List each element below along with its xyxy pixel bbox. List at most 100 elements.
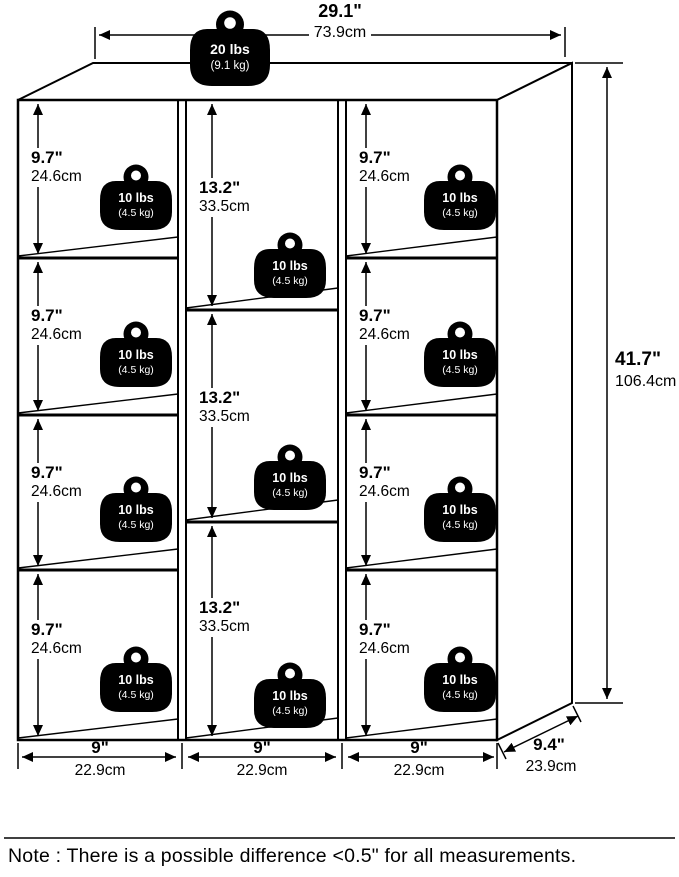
bottom-width-inches: 9" [410,738,428,757]
weight-lbs-label: 10 lbs [118,348,154,362]
total-weight-capacity-icon: 20 lbs (9.1 kg) [190,10,270,86]
weight-lbs-label: 10 lbs [118,673,154,687]
cabinet-top-face [17,62,573,101]
dimension-cm: 33.5cm [196,198,253,217]
weight-lbs-label: 10 lbs [442,503,478,517]
shelf-weight-capacity-icon: 10 lbs (4.5 kg) [424,646,496,712]
bottom-width-cm: 22.9cm [74,762,126,779]
weight-kg-label: (4.5 kg) [442,206,478,219]
shelf-weight-capacity-icon: 10 lbs (4.5 kg) [100,476,172,542]
weight-icon [424,476,496,542]
weight-icon [254,662,326,728]
weight-icon [254,444,326,510]
dimension-inches: 9.7" [356,620,394,641]
cell-height-dimension: 9.7" 24.6cm [356,306,413,345]
weight-icon [100,164,172,230]
shelf-weight-capacity-icon: 10 lbs (4.5 kg) [424,321,496,387]
extension-lines [17,27,623,769]
cell-height-dimension: 9.7" 24.6cm [28,620,85,659]
dimension-inches: 13.2" [196,388,244,409]
weight-icon [424,321,496,387]
weight-lbs-label: 10 lbs [272,471,308,485]
bottom-width-cm: 22.9cm [236,762,288,779]
overall-height-inches: 41.7" [612,349,664,372]
weight-kg-label: (4.5 kg) [118,518,154,531]
depth-cm: 23.9cm [525,758,577,775]
weight-lbs-label: 20 lbs [210,41,250,57]
dimension-cm: 24.6cm [356,640,413,659]
bottom-width-inches: 9" [253,738,271,757]
shelf-weight-capacity-icon: 10 lbs (4.5 kg) [424,164,496,230]
dimension-inches: 9.7" [356,463,394,484]
top-width-cm: 73.9cm [308,22,372,42]
weight-kg-label: (4.5 kg) [272,486,308,499]
dimension-inches: 9.7" [28,620,66,641]
shelf-weight-capacity-icon: 10 lbs (4.5 kg) [424,476,496,542]
weight-lbs-label: 10 lbs [118,503,154,517]
weight-lbs-label: 10 lbs [442,348,478,362]
weight-lbs-label: 10 lbs [442,191,478,205]
overall-height-dimension: 41.7" 106.4cm [612,349,679,391]
shelf-weight-capacity-icon: 10 lbs (4.5 kg) [100,646,172,712]
weight-icon [100,321,172,387]
weight-kg-label: (4.5 kg) [118,363,154,376]
top-width-dimension: 29.1" 73.9cm [285,1,395,42]
weight-kg-label: (4.5 kg) [118,206,154,219]
weight-kg-label: (4.5 kg) [272,274,308,287]
weight-icon [254,232,326,298]
shelf-weight-capacity-icon: 10 lbs (4.5 kg) [254,232,326,298]
dimension-inches: 9.7" [356,148,394,169]
column-dividers [177,100,347,740]
shelf-weight-capacity-icon: 10 lbs (4.5 kg) [100,164,172,230]
dimension-inches: 9.7" [28,306,66,327]
weight-kg-label: (4.5 kg) [442,363,478,376]
cell-height-dimension: 9.7" 24.6cm [28,463,85,502]
weight-kg-label: (4.5 kg) [272,704,308,717]
shelf-weight-capacity-icon: 10 lbs (4.5 kg) [254,662,326,728]
dimension-cm: 24.6cm [356,168,413,187]
dimension-inches: 9.7" [28,463,66,484]
cell-height-dimension: 9.7" 24.6cm [356,463,413,502]
bottom-width-inches: 9" [91,738,109,757]
shelf-weight-capacity-icon: 10 lbs (4.5 kg) [100,321,172,387]
weight-lbs-label: 10 lbs [272,259,308,273]
weight-kg-label: (9.1 kg) [210,59,250,72]
weight-icon [424,164,496,230]
top-width-inches: 29.1" [318,1,362,21]
weight-lbs-label: 10 lbs [118,191,154,205]
shelf-dividers [18,256,497,572]
cell-height-dimension: 9.7" 24.6cm [28,148,85,187]
cell-height-dimension: 13.2" 33.5cm [196,388,253,427]
cell-height-dimension: 9.7" 24.6cm [28,306,85,345]
dimension-cm: 24.6cm [28,168,85,187]
cell-height-dimension: 9.7" 24.6cm [356,148,413,187]
weight-kg-label: (4.5 kg) [118,688,154,701]
weight-icon [424,646,496,712]
dimension-cm: 24.6cm [28,640,85,659]
cell-height-dimension: 9.7" 24.6cm [356,620,413,659]
cell-height-dimension: 13.2" 33.5cm [196,178,253,217]
cell-height-dimension: 13.2" 33.5cm [196,598,253,637]
weight-kg-label: (4.5 kg) [442,688,478,701]
dimension-cm: 24.6cm [28,326,85,345]
depth-arrow [503,715,579,753]
dimension-cm: 24.6cm [356,326,413,345]
dimension-cm: 24.6cm [356,483,413,502]
cabinet-side-panel [496,61,573,742]
measurement-note: Note : There is a possible difference <0… [8,845,577,867]
dimension-inches: 13.2" [196,178,244,199]
weight-lbs-label: 10 lbs [442,673,478,687]
bottom-width-cm: 22.9cm [393,762,445,779]
dimension-lines [17,27,623,769]
weight-kg-label: (4.5 kg) [442,518,478,531]
dimension-inches: 13.2" [196,598,244,619]
depth-inches: 9.4" [533,735,565,754]
weight-lbs-label: 10 lbs [272,689,308,703]
dimension-cm: 33.5cm [196,408,253,427]
dimension-cm: 24.6cm [28,483,85,502]
dimension-inches: 9.7" [28,148,66,169]
dimension-cm: 33.5cm [196,618,253,637]
overall-height-cm: 106.4cm [612,371,679,391]
